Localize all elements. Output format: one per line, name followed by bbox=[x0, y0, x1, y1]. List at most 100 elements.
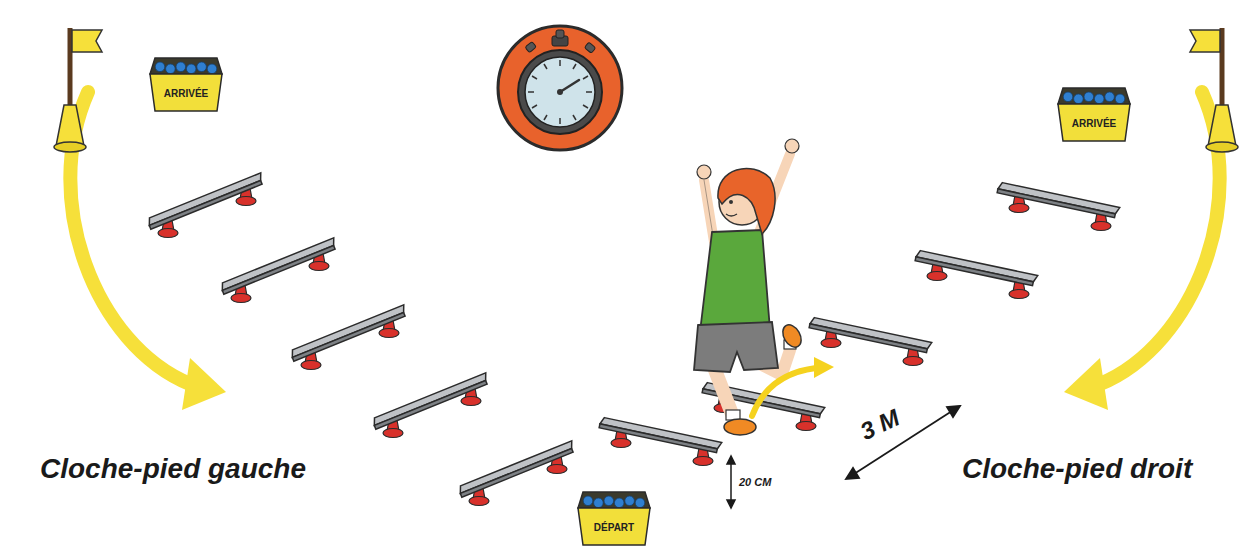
flag-left-part bbox=[56, 105, 84, 146]
hop-arrow-part bbox=[814, 357, 834, 378]
ball bbox=[207, 64, 217, 74]
stopwatch-icon-part bbox=[498, 26, 622, 150]
stopwatch-icon-part bbox=[525, 41, 536, 52]
stopwatch-icon-part-part bbox=[544, 115, 547, 120]
exercise-caption: Cloche-pied gauche bbox=[40, 454, 306, 485]
stopwatch-icon-part-part bbox=[559, 60, 561, 66]
flow-arrow-right-part bbox=[1064, 358, 1108, 410]
child-figure-part bbox=[697, 165, 711, 179]
ball bbox=[625, 496, 635, 506]
stopwatch-icon-part bbox=[518, 50, 602, 134]
stopwatch-icon-part-part bbox=[559, 118, 561, 124]
flag-left bbox=[54, 28, 102, 152]
stopwatch-icon-part-part bbox=[532, 105, 537, 108]
bench-row-left-part-part bbox=[290, 305, 408, 361]
ball bbox=[614, 498, 624, 508]
flag-left-part bbox=[54, 142, 86, 152]
bench-row-left-part bbox=[147, 173, 265, 238]
child-figure-part bbox=[694, 322, 778, 372]
child-figure-part bbox=[700, 230, 770, 332]
bench-row-left-part bbox=[220, 238, 338, 303]
crate-label: ARRIVÉE bbox=[1072, 118, 1116, 129]
child-figure bbox=[694, 139, 805, 435]
ball bbox=[594, 498, 604, 508]
crate-face: ARRIVÉE bbox=[1058, 104, 1130, 142]
hop-arrow-part bbox=[752, 368, 816, 416]
child-figure-part bbox=[726, 214, 737, 216]
dimension-label: 3 M bbox=[856, 405, 903, 446]
crate-front bbox=[150, 74, 222, 111]
ball bbox=[1074, 94, 1084, 104]
crate-label: ARRIVÉE bbox=[164, 88, 208, 99]
bench-row-left-part bbox=[290, 305, 408, 370]
crate-opening bbox=[578, 492, 650, 508]
height-dimension-part bbox=[730, 462, 732, 502]
child-figure-part bbox=[724, 419, 756, 435]
ball bbox=[1084, 92, 1094, 102]
ball bbox=[197, 62, 207, 72]
stopwatch-icon bbox=[498, 26, 622, 150]
spacing-dimension-part bbox=[947, 406, 960, 417]
stopwatch-icon-part bbox=[528, 60, 592, 124]
ball bbox=[186, 64, 196, 74]
bench-row-right bbox=[599, 182, 1120, 465]
crate-shape bbox=[578, 492, 650, 546]
crate-front bbox=[1058, 104, 1130, 141]
crate-opening bbox=[1058, 88, 1130, 104]
stopwatch-icon-part bbox=[584, 42, 595, 53]
ball bbox=[583, 496, 593, 506]
child-figure-part bbox=[785, 139, 799, 153]
stopwatch-icon-part-part bbox=[544, 64, 547, 69]
stopwatch-icon-part bbox=[525, 57, 595, 127]
stopwatch-icon-part-part bbox=[586, 91, 592, 93]
bench-row-right-part-part bbox=[997, 182, 1120, 218]
crate-face: DÉPART bbox=[578, 508, 650, 546]
bench-row-left-part bbox=[372, 373, 490, 438]
ball bbox=[155, 62, 165, 72]
ball bbox=[1115, 94, 1125, 104]
ball bbox=[166, 64, 176, 74]
crate-front bbox=[578, 508, 650, 545]
stopwatch-icon-part-part bbox=[528, 91, 534, 93]
hop-arrow bbox=[752, 357, 834, 416]
bench-row-right-part-part bbox=[809, 317, 932, 353]
crate-shape bbox=[1058, 88, 1130, 142]
ball bbox=[1063, 92, 1073, 102]
ball bbox=[1105, 92, 1115, 102]
child-figure-part bbox=[715, 370, 732, 414]
height-dimension-part bbox=[727, 500, 735, 508]
bench-row-right-part bbox=[599, 417, 722, 465]
stopwatch-icon-part-part bbox=[583, 105, 588, 108]
height-dimension-part bbox=[727, 456, 735, 464]
ball bbox=[635, 498, 645, 508]
flag-right-part bbox=[1208, 105, 1236, 146]
child-figure-part bbox=[779, 322, 805, 351]
ball bbox=[1094, 94, 1104, 104]
ball bbox=[176, 62, 186, 72]
crate-label: DÉPART bbox=[594, 522, 634, 533]
dimension-label: 20 CM bbox=[739, 476, 771, 488]
bench-row-left-part-part bbox=[372, 373, 490, 429]
child-figure-part bbox=[782, 350, 790, 374]
flow-arrow-left bbox=[70, 92, 226, 410]
flag-right-part bbox=[1190, 30, 1220, 52]
bench-row-left-part bbox=[458, 441, 576, 506]
flow-arrow-left-part bbox=[70, 92, 190, 384]
crate-opening bbox=[150, 58, 222, 74]
child-figure-part bbox=[729, 200, 733, 204]
crate-box: DÉPART bbox=[578, 492, 650, 546]
bench-row-left-part-part bbox=[147, 173, 265, 229]
stopwatch-icon-part bbox=[557, 89, 563, 95]
flow-arrow-left-part bbox=[182, 358, 226, 410]
height-dimension bbox=[727, 456, 735, 508]
stopwatch-icon-part bbox=[556, 30, 564, 38]
stopwatch-icon-part-part bbox=[583, 76, 588, 79]
stopwatch-icon-part bbox=[560, 80, 579, 92]
bench-row-right-part-part bbox=[599, 417, 722, 453]
bench-row-left-part-part bbox=[220, 238, 338, 294]
crate-face: ARRIVÉE bbox=[150, 74, 222, 112]
exercise-caption: Cloche-pied droit bbox=[962, 454, 1192, 485]
flag-right bbox=[1190, 28, 1238, 152]
bench-row-right-part-part bbox=[915, 250, 1038, 286]
